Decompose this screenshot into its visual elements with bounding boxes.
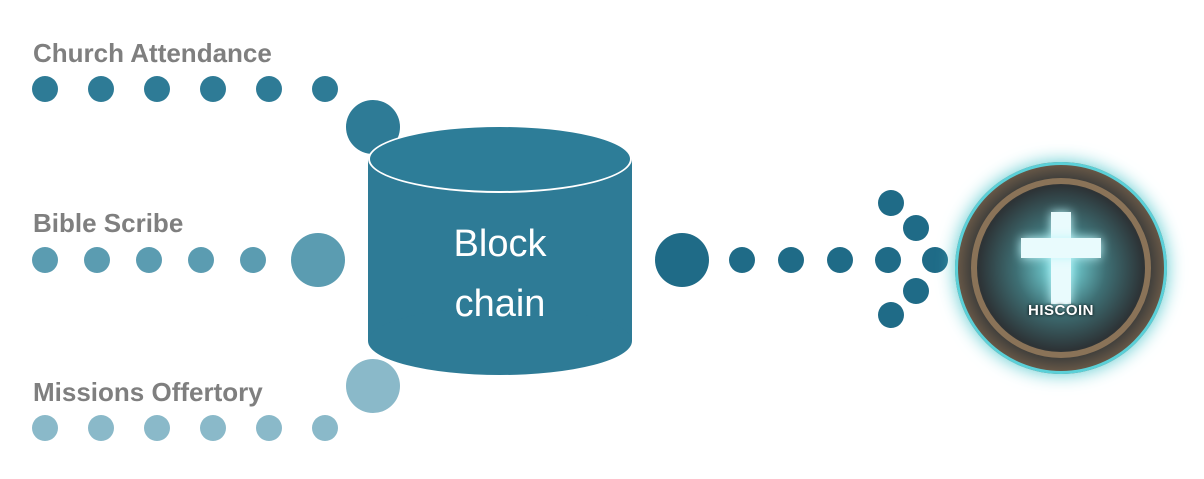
cross-coin-icon: HISCOIN	[955, 162, 1167, 374]
flow-dot	[144, 415, 170, 441]
database-top	[368, 125, 632, 193]
coin-ring	[971, 178, 1151, 358]
flow-dot	[312, 76, 338, 102]
flow-dot	[256, 76, 282, 102]
flow-dot	[903, 215, 929, 241]
input-label-church-attendance: Church Attendance	[33, 38, 272, 68]
flow-dot	[922, 247, 948, 273]
flow-dot	[256, 415, 282, 441]
blockchain-database: Block chain	[368, 125, 632, 375]
coin-label: HISCOIN	[1027, 302, 1094, 319]
database-label-line1: Block	[453, 223, 547, 265]
flow-dot-large	[291, 233, 345, 287]
flow-dot	[32, 76, 58, 102]
flow-dot	[312, 415, 338, 441]
cross-vertical-bar	[1051, 212, 1071, 304]
flow-dot	[778, 247, 804, 273]
flow-dot	[827, 247, 853, 273]
flow-dot	[144, 76, 170, 102]
flow-dot	[729, 247, 755, 273]
flow-dot	[88, 415, 114, 441]
input-label-missions-offertory: Missions Offertory	[33, 377, 263, 407]
flow-dot	[32, 247, 58, 273]
flow-dot	[903, 278, 929, 304]
flow-dot	[84, 247, 110, 273]
flow-dot	[875, 247, 901, 273]
database-label-line2: chain	[454, 283, 546, 325]
flow-dot-large	[655, 233, 709, 287]
flow-dot	[878, 190, 904, 216]
flow-dot	[200, 76, 226, 102]
flow-dot-large	[346, 359, 400, 413]
cross-horizontal-bar	[1021, 238, 1101, 258]
flow-dot	[32, 415, 58, 441]
flow-dot	[200, 415, 226, 441]
flow-dot	[878, 302, 904, 328]
flow-dot	[88, 76, 114, 102]
flow-dot	[240, 247, 266, 273]
input-label-bible-scribe: Bible Scribe	[33, 208, 184, 238]
flow-dot	[188, 247, 214, 273]
flow-dot	[136, 247, 162, 273]
database-base	[368, 307, 632, 375]
